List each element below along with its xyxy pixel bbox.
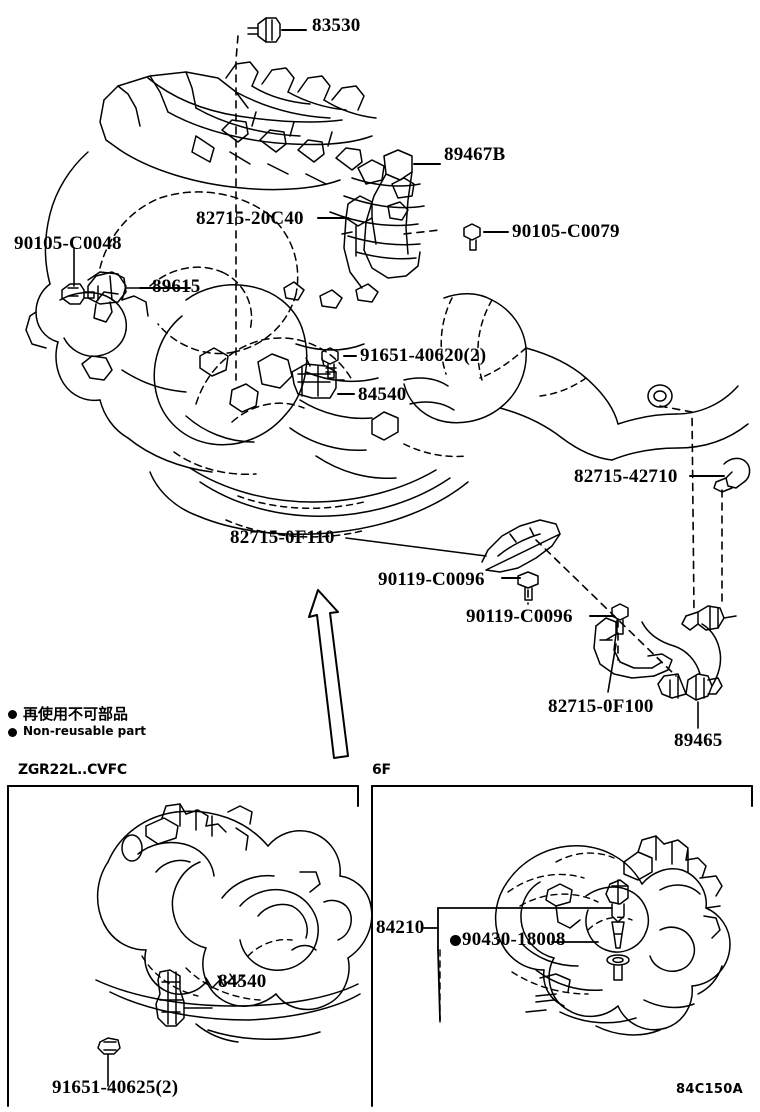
panel-left-bolt-91651 xyxy=(97,1037,121,1087)
engine-hidden-lines xyxy=(99,191,353,476)
exhaust-hidden xyxy=(440,297,587,397)
bracket-89467b-art xyxy=(341,149,421,289)
exhaust-front-pipe-art xyxy=(403,293,749,461)
view-direction-arrow xyxy=(308,589,349,759)
part-label-90119-c0096-b[interactable]: 90119-C0096 xyxy=(466,606,573,627)
note-japanese-text: 再使用不可部品 xyxy=(23,705,129,723)
transaxle-hidden xyxy=(225,443,467,538)
part-label-82715-20c40[interactable]: 82715-20C40 xyxy=(196,208,304,229)
note-english-text: Non-reusable part xyxy=(23,724,147,739)
panel-frames xyxy=(7,785,753,1107)
neutral-start-switch-main xyxy=(291,357,345,399)
note-line-japanese: 再使用不可部品 xyxy=(8,705,268,723)
fastener-91651-40620 xyxy=(321,347,339,379)
part-label-91651-40620[interactable]: 91651-40620(2) xyxy=(360,345,487,366)
part-label-82715-0f100[interactable]: 82715-0F100 xyxy=(548,696,654,717)
part-label-90430-18008: 90430-18008 xyxy=(462,929,566,950)
intake-manifold-art xyxy=(99,61,425,309)
part-label-89467b[interactable]: 89467B xyxy=(444,144,506,165)
note-line-english: Non-reusable part xyxy=(8,724,268,739)
panel-right-leaders xyxy=(423,907,613,1021)
part-label-90119-c0096-a[interactable]: 90119-C0096 xyxy=(378,569,485,590)
bullet-dot-icon xyxy=(8,710,17,720)
part-label-83530[interactable]: 83530 xyxy=(312,15,361,36)
panel-title-right: 6F xyxy=(372,762,391,778)
assembly-dashed-lines xyxy=(235,35,723,677)
non-reusable-note: 再使用不可部品 Non-reusable part xyxy=(8,705,268,741)
part-label-89465[interactable]: 89465 xyxy=(674,730,723,751)
diagram-corner-code: 84C150A xyxy=(676,1082,743,1097)
ignition-coil-89615-art xyxy=(87,271,141,323)
part-label-89615[interactable]: 89615 xyxy=(152,276,201,297)
bullet-dot-icon xyxy=(8,727,17,737)
panel-right-hidden xyxy=(507,852,633,995)
panel-left-hidden xyxy=(141,938,293,1001)
oxygen-sensor-upper-connector xyxy=(681,605,737,631)
part-label-84540-panel[interactable]: 84540 xyxy=(218,971,267,992)
part-label-82715-42710[interactable]: 82715-42710 xyxy=(574,466,678,487)
engine-block-art xyxy=(25,151,213,473)
oxygen-sensor-89465-art xyxy=(641,621,723,701)
part-label-90105-c0079[interactable]: 90105-C0079 xyxy=(512,221,620,242)
fastener-90119-c0096-a xyxy=(517,571,539,601)
panel-left-transaxle-art xyxy=(95,803,373,1043)
part-label-84210[interactable]: 84210 xyxy=(376,917,425,938)
fastener-90105-c0079 xyxy=(463,223,481,251)
part-label-90105-c0048[interactable]: 90105-C0048 xyxy=(14,233,122,254)
part-label-82715-0f110[interactable]: 82715-0F110 xyxy=(230,527,335,548)
non-reusable-bullet-icon xyxy=(450,935,461,946)
bracket-82715-0f110-art xyxy=(481,519,561,573)
part-label-90430-18008-wrap[interactable]: 90430-18008 xyxy=(450,930,566,949)
part-label-91651-40625[interactable]: 91651-40625(2) xyxy=(52,1077,179,1098)
leader-lines xyxy=(73,29,725,729)
part-label-84540-main[interactable]: 84540 xyxy=(358,384,407,405)
panel-title-left: ZGR22L..CVFC xyxy=(18,762,127,778)
bracket-82715-0f100-art xyxy=(593,617,673,679)
fastener-83530 xyxy=(247,17,281,43)
panel-right-transaxle-art xyxy=(494,835,731,1036)
clamp-82715-42710-art xyxy=(713,457,751,493)
